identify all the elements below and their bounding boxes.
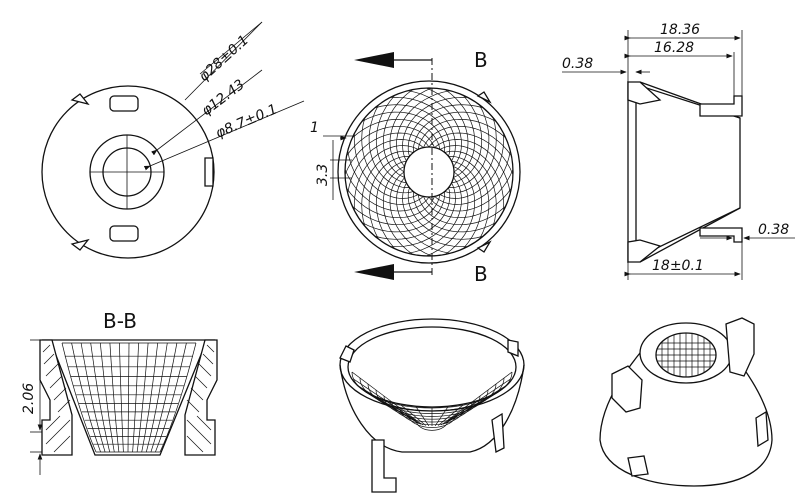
height-label: 18±0.1 (652, 258, 704, 274)
front-view: B B (337, 48, 521, 286)
section-depth-label: 2.06 (21, 383, 37, 414)
side-view: 18.36 16.28 0.38 0.38 18±0.1 (562, 22, 795, 280)
bottom-offset-label: 0.38 (758, 222, 789, 238)
iso-view-open (339, 318, 525, 493)
section-view: B-B 2.06 (21, 309, 218, 475)
section-title: B-B (103, 309, 137, 333)
outer-diameter-label: φ28±0.1 (196, 32, 252, 85)
front-view-dims: 1 3.3 (310, 120, 353, 200)
section-marker-bottom: B (474, 262, 488, 286)
spiral-facet-mesh (344, 87, 514, 257)
section-marker-top: B (474, 48, 488, 72)
top-view-leaders: φ28±0.1 φ12.43 φ8.7±0.1 (143, 21, 305, 171)
total-width-label: 18.36 (660, 22, 700, 38)
height-3-3-label: 3.3 (315, 164, 331, 186)
top-offset-label: 0.38 (562, 56, 593, 72)
inner-width-label: 16.28 (654, 40, 694, 56)
iso2-facet-mesh (656, 333, 716, 377)
top-view (41, 85, 215, 259)
section-facet-mesh (61, 342, 197, 453)
iso-view-closed (599, 317, 773, 487)
iso-facet-mesh (351, 371, 513, 431)
width-1-label: 1 (310, 120, 319, 136)
